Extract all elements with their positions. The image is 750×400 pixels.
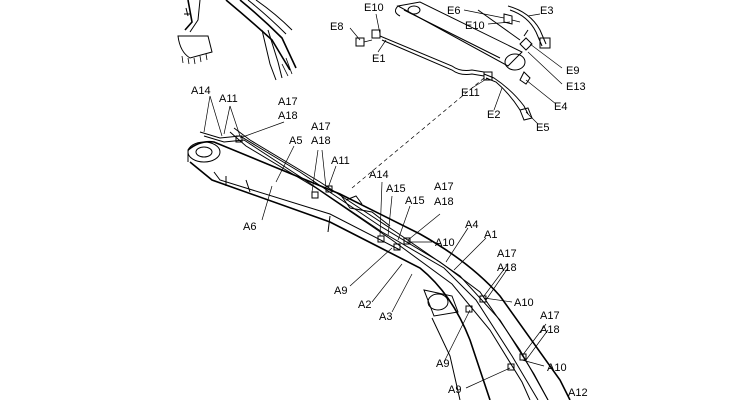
reference-line: [351, 77, 485, 189]
label-a14: A14: [191, 85, 211, 97]
label-a15: A15: [386, 183, 406, 195]
label-a10: A10: [514, 297, 534, 309]
label-a15: A15: [405, 195, 425, 207]
leader-lines: [203, 9, 563, 389]
label-a4: A4: [465, 219, 478, 231]
label-a17: A17: [540, 310, 560, 322]
label-a17: A17: [497, 248, 517, 260]
label-e10: E10: [364, 2, 384, 14]
label-a17: A17: [311, 121, 331, 133]
label-a12: A12: [568, 387, 588, 399]
label-a17: A17: [434, 181, 454, 193]
label-e1: E1: [372, 53, 385, 65]
boom-pipes: [199, 127, 549, 400]
label-a14: A14: [369, 169, 389, 181]
label-a11: A11: [219, 93, 238, 105]
label-a9: A9: [448, 384, 461, 396]
label-a3: A3: [379, 311, 392, 323]
label-a2: A2: [358, 299, 371, 311]
label-a18: A18: [278, 110, 298, 122]
label-a18: A18: [497, 262, 517, 274]
label-e8: E8: [330, 21, 343, 33]
label-a9: A9: [436, 358, 449, 370]
label-a9: A9: [334, 285, 347, 297]
boom-structure: [187, 140, 571, 400]
label-e11: E11: [461, 87, 480, 99]
label-a10: A10: [547, 362, 567, 374]
label-e10: E10: [465, 20, 485, 32]
label-a10: A10: [435, 237, 455, 249]
part-labels: A14 A11 A17 A18 A5 A17 A18 A11 A6 A14 A1…: [191, 2, 588, 399]
label-e2: E2: [487, 109, 500, 121]
label-e5: E5: [536, 122, 549, 134]
label-e13: E13: [566, 81, 586, 93]
label-a17: A17: [278, 96, 298, 108]
label-e3: E3: [540, 5, 553, 17]
label-a18: A18: [434, 196, 454, 208]
label-e6: E6: [447, 5, 460, 17]
cylinder-piping: [355, 1, 551, 121]
label-a11: A11: [331, 155, 350, 167]
excavator-thumbnail: [177, 0, 297, 81]
label-a18: A18: [540, 324, 560, 336]
label-a5: A5: [289, 135, 302, 147]
label-a18: A18: [311, 135, 331, 147]
label-a1: A1: [484, 229, 497, 241]
label-e9: E9: [566, 65, 579, 77]
label-a6: A6: [243, 221, 256, 233]
label-e4: E4: [554, 101, 567, 113]
